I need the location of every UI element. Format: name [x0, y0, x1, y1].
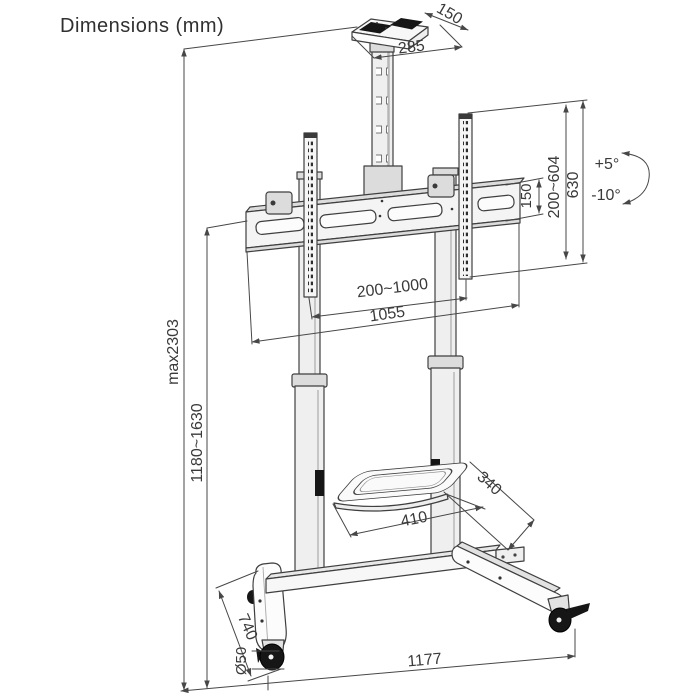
extension-line — [246, 251, 253, 345]
dim-label: 200~1000 — [356, 276, 429, 302]
dim-tray: 410 340 — [332, 461, 535, 551]
dimension-line-width — [349, 505, 484, 537]
mount-slot — [387, 202, 443, 222]
rail-cap — [459, 114, 472, 119]
dim-label: 1055 — [369, 304, 407, 326]
screw-detail — [385, 27, 387, 29]
extension-line — [505, 213, 544, 222]
caster-front-right — [547, 594, 590, 633]
extension-line — [469, 461, 535, 521]
wheel-hub — [268, 654, 274, 660]
extension-line — [439, 24, 463, 48]
shelf-pad-left — [359, 22, 392, 34]
tilt-up-label: +5° — [595, 156, 620, 173]
extension-line — [505, 177, 544, 186]
dim-label-vesa-range: 200~604 — [546, 156, 563, 219]
screw-detail — [378, 214, 382, 218]
tube-cap — [432, 167, 459, 176]
tilt-annotation: +5° -10° — [591, 150, 650, 205]
mount-slot — [477, 194, 515, 212]
page-title: Dimensions (mm) — [60, 15, 224, 37]
tilt-arrow-icon — [621, 150, 650, 205]
dim-screen-center-height-range: 1180~1630 — [189, 220, 248, 689]
extension-line — [332, 503, 352, 538]
bolt-detail — [501, 555, 505, 559]
dim-label: max2303 — [165, 319, 182, 385]
dim-label-depth: 340 — [473, 468, 504, 499]
collar — [291, 373, 328, 388]
dimension-line-depth — [507, 519, 535, 551]
tilt-down-label: -10° — [591, 187, 621, 204]
dim-display-column-height: 200~604 630 — [467, 99, 588, 278]
extension-line — [247, 668, 282, 682]
extension-line — [215, 570, 259, 589]
dim-max-total-height: max2303 — [165, 26, 358, 691]
dim-label: Ø50 — [233, 647, 250, 675]
tray-inner-rim — [353, 468, 453, 495]
screw-detail — [260, 619, 264, 623]
vesa-rail-right — [458, 113, 473, 280]
base-crossbar — [265, 544, 525, 594]
screw-detail — [376, 22, 378, 24]
mount-slot — [319, 209, 377, 229]
dim-base-width: 1177 — [180, 628, 576, 694]
vesa-rail-left — [303, 132, 318, 298]
collar — [427, 355, 464, 370]
leg-edge — [262, 566, 269, 649]
tray-mount-left — [315, 470, 324, 496]
dim-label: 1177 — [407, 651, 443, 671]
screw-detail — [380, 199, 384, 203]
ceiling-column — [363, 43, 403, 197]
dim-label-width: 410 — [399, 509, 429, 531]
clamp-bolt — [432, 183, 438, 189]
extension-line-top — [467, 99, 588, 114]
screw-detail — [450, 207, 454, 211]
screw-detail — [498, 576, 502, 580]
dimension-line — [180, 653, 576, 694]
extension-line — [443, 491, 509, 551]
dim-label: 1180~1630 — [189, 403, 206, 482]
rail-holes — [463, 121, 468, 276]
dim-label-width: 285 — [397, 37, 426, 57]
dimension-line — [251, 303, 520, 344]
dim-bracket-bar-width: 1055 — [246, 222, 520, 345]
extension-line — [206, 220, 248, 229]
dimension-line-width — [373, 45, 463, 60]
extension-line — [183, 26, 358, 50]
rail-clamp-left — [265, 191, 293, 215]
extension-line-bottom — [469, 262, 588, 278]
shelf-pad-right — [390, 18, 423, 30]
dim-bracket-bar-height: 150 — [505, 177, 544, 222]
rail-cap — [304, 133, 317, 138]
rail-holes — [308, 140, 313, 294]
dim-label-depth: 150 — [433, 0, 465, 28]
dim-label: 150 — [518, 183, 535, 208]
clamp-bolt — [270, 200, 276, 206]
dim-label-height: 630 — [565, 172, 582, 199]
dimension-line-depth — [424, 12, 469, 31]
bolt-detail — [513, 553, 517, 557]
column-holes — [376, 52, 388, 168]
tray-recess — [359, 471, 446, 493]
brake-lever — [566, 603, 590, 619]
extension-line — [351, 35, 375, 59]
wheel-hub — [556, 617, 562, 623]
screw-detail — [258, 599, 262, 603]
rail-clamp-right — [427, 174, 455, 198]
screw-detail — [466, 560, 470, 564]
